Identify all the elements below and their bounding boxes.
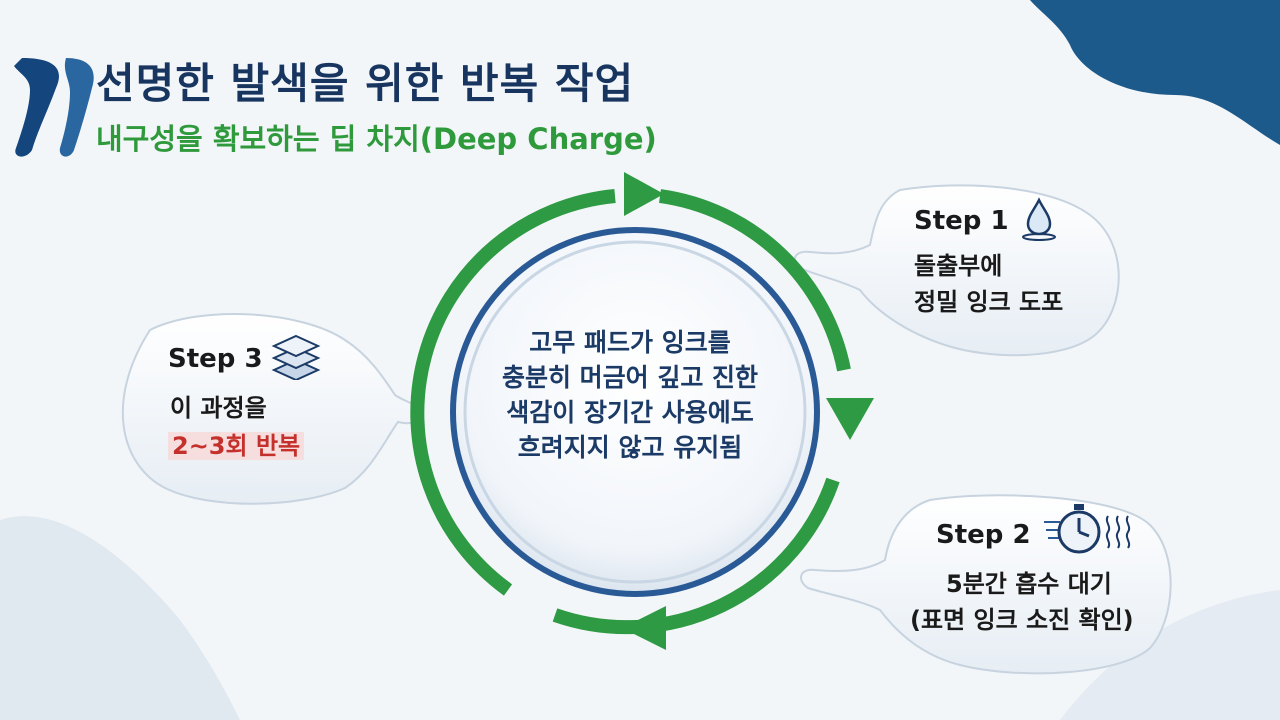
center-disc-inner-ring [463, 240, 807, 584]
center-disc [450, 227, 820, 597]
layers-icon [271, 334, 321, 380]
left-accent-mark-2 [59, 58, 94, 157]
bottom-left-wave [0, 516, 240, 720]
center-line: 충분히 머금어 깊고 진한 [501, 363, 759, 392]
bottom-right-wave [1060, 590, 1280, 720]
cycle-arc-bottom [552, 477, 840, 635]
step3-line: 이 과정을 [170, 394, 267, 422]
cycle-arrowheads [622, 172, 874, 650]
arrowhead-bottom [622, 606, 666, 650]
page-subtitle: 내구성을 확보하는 딥 차지(Deep Charge) [96, 122, 657, 156]
repeat-count-highlight: 2~3회 반복 [168, 432, 305, 460]
arrowhead-right [826, 398, 874, 440]
cycle-arc-left [410, 189, 616, 596]
center-line: 색감이 장기간 사용에도 [506, 398, 754, 427]
step1-line: 돌출부에 [914, 252, 1003, 280]
page-title: 선명한 발색을 위한 반복 작업 [96, 59, 635, 108]
step1-title: Step 1 [914, 206, 1009, 236]
stopwatch-icon [1044, 504, 1131, 554]
step1-line: 정밀 잉크 도포 [914, 288, 1064, 316]
left-accent-mark [14, 58, 59, 157]
step3-line: 2~3회 반복 [168, 426, 305, 461]
cycle-arrows [410, 189, 851, 635]
step2-line: 5분간 흡수 대기 [946, 570, 1112, 598]
cycle-arc-top-right [659, 189, 851, 372]
center-description: 고무 패드가 잉크를 충분히 머금어 깊고 진한 색감이 장기간 사용에도 흐려… [470, 325, 790, 465]
center-line: 흐려지지 않고 유지됨 [517, 433, 743, 462]
step2-title: Step 2 [936, 520, 1031, 550]
top-right-wave [1030, 0, 1280, 145]
step3-title: Step 3 [168, 344, 263, 374]
water-drop-icon [1022, 197, 1056, 241]
center-line: 고무 패드가 잉크를 [529, 328, 731, 357]
step2-line: (표면 잉크 소진 확인) [910, 606, 1134, 634]
arrowhead-top [624, 172, 664, 216]
